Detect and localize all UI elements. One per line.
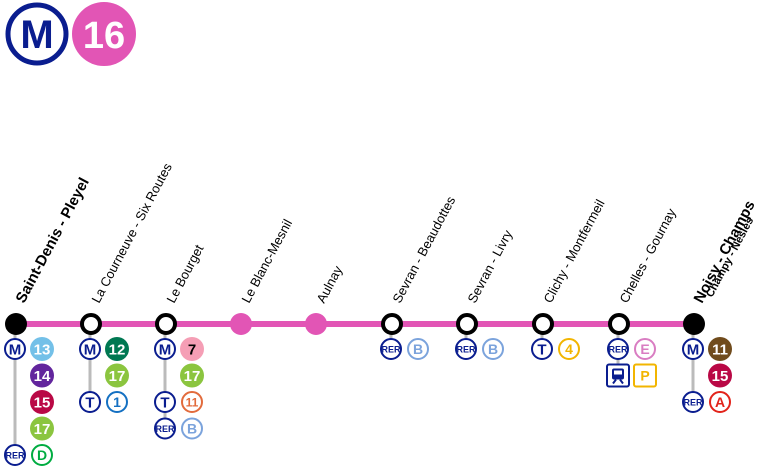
metro-logo-letter: M [20,13,53,57]
rer-icon-label: RER [155,424,175,434]
line-badge-label: 15 [34,394,51,411]
metro-icon [682,338,704,360]
rer-line-badge [482,338,504,360]
rer-line-badge [634,338,656,360]
line-badge-label: 17 [184,368,201,385]
rer-icon-label: RER [5,451,25,461]
header: M 16 [5,2,136,66]
metro-line-badge [30,416,54,441]
rer-icon [4,444,26,466]
line-badge-label: B [488,341,498,357]
rer-line-badge [31,444,53,466]
station-interchange-marker [532,313,554,335]
metro-icon [79,338,101,360]
line-badge-label: 15 [712,368,729,385]
metro-icon [4,338,26,360]
metro-icon-label: M [9,342,22,359]
metro-logo-icon [5,2,69,66]
rer-line-badge [709,391,731,413]
tram-line-badge [106,391,128,413]
station-marker [230,313,252,335]
line-badge-label: P [640,368,649,384]
tram-icon-label: T [160,395,169,412]
rer-icon-label: RER [608,345,628,355]
station-terminus-marker [683,313,705,335]
line-badge-label: D [37,447,47,463]
station-interchange-marker [155,313,177,335]
metro-icon [154,338,176,360]
metro-line-badge [105,363,129,388]
line-badge-label: 14 [34,368,51,385]
line-badge-label: 11 [712,341,728,358]
metro-line-badge [30,363,54,388]
line-badge-label: E [640,341,649,357]
metro-line-badge [30,390,54,414]
tram-icon-label: T [85,395,94,412]
rer-icon-label: RER [456,345,476,355]
station-interchange-marker [456,313,478,335]
station-name: Clichy - Montfermeil [540,197,607,306]
line-badge-label: B [413,341,423,357]
station-interchange-marker [608,313,630,335]
metro-line-badge [180,363,204,388]
station-markers [5,313,705,335]
station-name: Sevran - Livry [464,227,515,305]
line-badge-label: 17 [34,421,51,438]
station-interchange-marker [381,313,403,335]
metro-icon-label: M [84,342,97,359]
station-name: Le Blanc-Mesnil [238,217,295,306]
line-badge-number: 16 [83,15,125,57]
line-badge-label: 12 [109,341,126,358]
line-badge-label: 11 [186,395,199,409]
metro-line-badge [105,337,129,361]
metro-icon-label: M [159,342,172,359]
metro-line-badge [180,337,204,361]
station-name: Le Bourget [163,242,206,306]
rer-line-badge [181,417,203,440]
station-marker [305,313,327,335]
rer-icon-label: RER [683,398,703,408]
line-badge-label: 13 [34,341,51,358]
metro-line-badge [30,337,54,361]
rer-icon-label: RER [381,345,401,355]
tram-icon-label: T [537,342,546,359]
line-badge-label: 4 [565,341,573,357]
metro-line-badge [708,337,732,361]
tram-icon [531,338,553,360]
rer-icon [380,338,402,360]
metro-icon-label: M [687,342,700,359]
rer-line-badge [407,338,429,360]
metro-line-badge [708,363,732,388]
tram-icon [154,391,176,413]
line-badge-label: A [715,394,725,410]
station-name: Saint-Denis - Pleyel [13,175,93,306]
line-badge-label: 17 [109,368,126,385]
tram-line-badge [558,338,580,360]
line-badge [72,2,136,66]
train-icon [606,363,630,388]
line-badge-label: 7 [188,341,196,358]
station-interchange-marker [80,313,102,335]
rer-icon [607,338,629,360]
station-name: La Courneuve - Six Routes [88,160,175,305]
station-name: Chelles - Gournay [616,205,679,305]
line-badge-label: 1 [113,394,121,410]
station-name: Noisy - Champs [691,198,759,306]
rer-icon [154,417,176,440]
tram-icon [79,391,101,413]
transilien-line-badge [633,363,657,388]
station-terminus-marker [5,313,27,335]
station-name: Aulnay [313,263,345,306]
station-name: Sevran - Beaudottes [389,193,458,305]
tram-line-badge [181,391,203,413]
line-badge-label: B [187,421,197,437]
rer-icon [682,391,704,413]
rer-icon [455,338,477,360]
